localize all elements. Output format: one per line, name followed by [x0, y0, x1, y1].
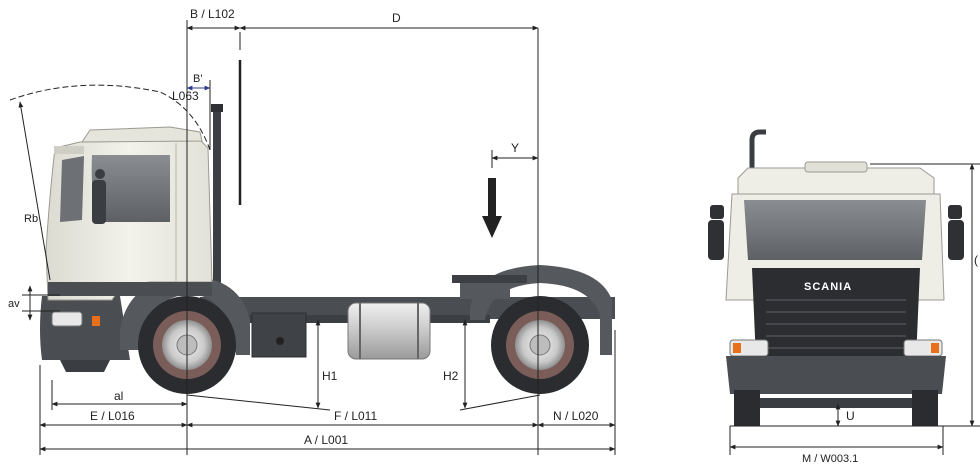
indicator-light [92, 316, 100, 326]
front-bumper [40, 296, 130, 360]
label-rb: Rb [24, 213, 38, 225]
battery-box [251, 312, 307, 358]
label-n-l020: N / L020 [553, 409, 599, 423]
exhaust-pipe [213, 108, 221, 286]
side-labels: B / L102 D B' L063 Y Rb av al E / L016 F… [8, 7, 599, 447]
dim-rb [18, 101, 51, 281]
rear-wheel [491, 296, 589, 394]
ground-line-h2 [459, 394, 541, 411]
front-labels: U M / W003.1 ( [802, 253, 978, 465]
mirror-mount [95, 169, 105, 179]
side-dimensions [9, 20, 616, 455]
grille-slats [766, 299, 906, 349]
front-right-tire [912, 390, 938, 426]
right-mirror-upper [948, 205, 962, 219]
label-m-w003: M / W003.1 [802, 453, 858, 465]
side-window [91, 155, 170, 222]
fifth-wheel-plate [452, 275, 527, 283]
left-mirror-upper [710, 205, 724, 219]
front-exhaust-stack [749, 129, 766, 182]
front-view-bumper [726, 356, 946, 394]
label-e-l016: E / L016 [90, 409, 135, 423]
cab-lower-panel [48, 282, 212, 296]
front-step [60, 360, 110, 372]
label-b-l102: B / L102 [190, 7, 235, 21]
label-l063: L063 [172, 89, 199, 103]
left-indicator [733, 343, 741, 353]
label-y: Y [511, 141, 519, 155]
label-b-prime: B' [193, 73, 202, 85]
battery-cap [276, 337, 284, 345]
ground-line-h1 [186, 394, 331, 411]
side-view-truck [40, 104, 615, 394]
label-height-cut: ( [974, 253, 978, 267]
brand-logo-text: SCANIA [804, 281, 852, 293]
load-arrow [482, 178, 502, 238]
dim-rb-arc [9, 84, 211, 151]
exhaust-pipe-cap [211, 104, 223, 112]
label-h2: H2 [443, 369, 459, 383]
windshield [60, 156, 84, 222]
front-windshield [744, 200, 926, 260]
sun-visor [54, 146, 84, 154]
label-h1: H1 [322, 369, 338, 383]
front-dimensions [729, 163, 980, 455]
headlight [51, 311, 83, 327]
right-mirror [948, 220, 964, 260]
right-indicator [931, 343, 939, 353]
side-mirror [92, 180, 106, 224]
roof-deflector [81, 126, 203, 143]
roof-hatch [804, 161, 868, 173]
front-axle [760, 398, 912, 408]
front-view-truck: SCANIA [708, 129, 964, 426]
front-left-tire [734, 390, 760, 426]
label-av: av [8, 298, 20, 310]
fuel-tank [347, 302, 431, 360]
label-u: U [846, 409, 855, 423]
label-al: al [114, 389, 123, 403]
fifth-wheel-mount [460, 283, 510, 299]
label-d: D [392, 11, 401, 25]
label-f-l011: F / L011 [334, 409, 377, 423]
label-a-l001: A / L001 [304, 433, 348, 447]
left-mirror [708, 220, 724, 260]
